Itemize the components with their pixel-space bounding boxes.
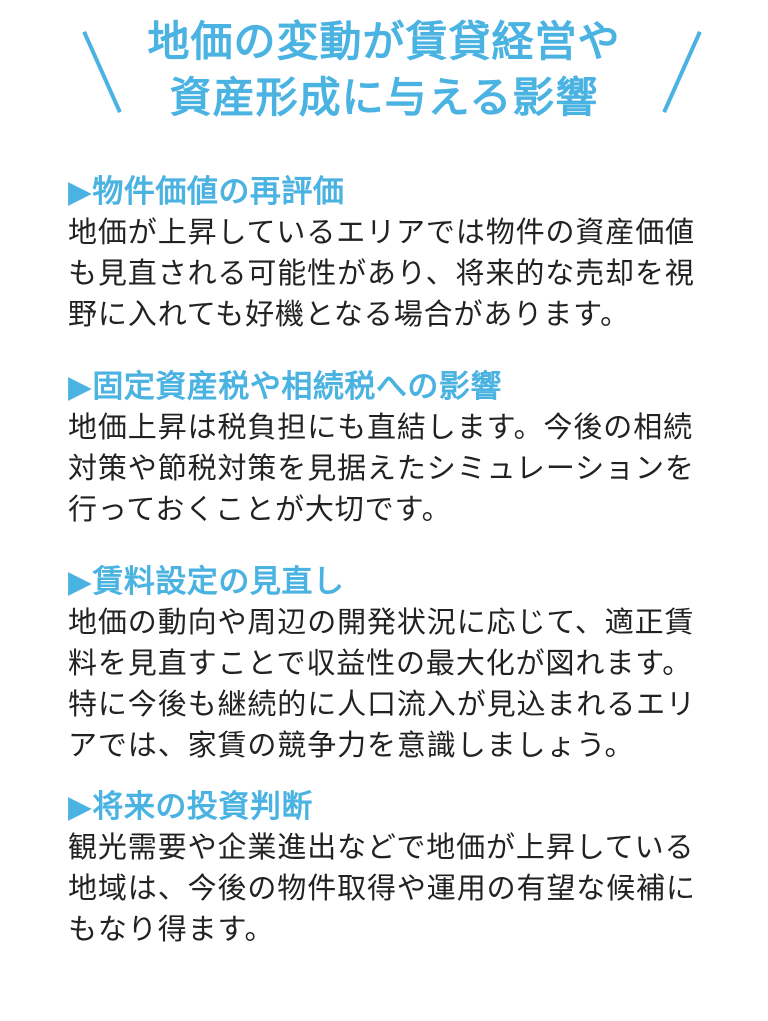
body-line: 地価の動向や周辺の開発状況に応じて、適正賃 [68,605,695,639]
body-line: 観光需要や企業進出などで地価が上昇している [68,830,695,864]
section-heading: ▶将来の投資判断 [68,789,313,825]
title-line-1: 地価の変動が賃貸経営や [147,17,621,66]
section-tax-impact: ▶固定資産税や相続税への影響 地価上昇は税負担にも直結します。今後の相続 対策や… [68,367,738,530]
title-line-2: 資産形成に与える影響 [169,73,599,122]
body-line: アでは、家賃の競争力を意識しましょう。 [68,728,635,762]
body-line: も見直される可能性があり、将来的な売却を視 [68,256,695,290]
body-line: 地域は、今後の物件取得や運用の有望な候補に [68,871,696,905]
section-investment-decision: ▶将来の投資判断 観光需要や企業進出などで地価が上昇している 地域は、今後の物件… [68,787,738,950]
body-line: もなり得ます。 [68,912,275,946]
section-heading: ▶固定資産税や相続税への影響 [68,369,502,405]
body-line: 料を見直すことで収益性の最大化が図れます。 [68,646,693,680]
body-line: 野に入れても好機となる場合があります。 [68,297,631,331]
body-line: 対策や節税対策を見据えたシミュレーションを [68,451,695,485]
body-line: 特に今後も継続的に人口流入が見込まれるエリ [68,687,696,721]
section-rent-review: ▶賃料設定の見直し 地価の動向や周辺の開発状況に応じて、適正賃 料を見直すことで… [68,562,738,766]
page-title: 地価の変動が賃貸経営や 資産形成に与える影響 [0,14,768,126]
body-line: 行っておくことが大切です。 [68,492,452,526]
body-line: 地価上昇は税負担にも直結します。今後の相続 [68,410,694,444]
section-property-value: ▶物件価値の再評価 地価が上昇しているエリアでは物件の資産価値 も見直される可能… [68,172,738,335]
section-heading: ▶物件価値の再評価 [68,174,345,210]
body-line: 地価が上昇しているエリアでは物件の資産価値 [68,215,696,249]
section-heading: ▶賃料設定の見直し [68,564,345,600]
